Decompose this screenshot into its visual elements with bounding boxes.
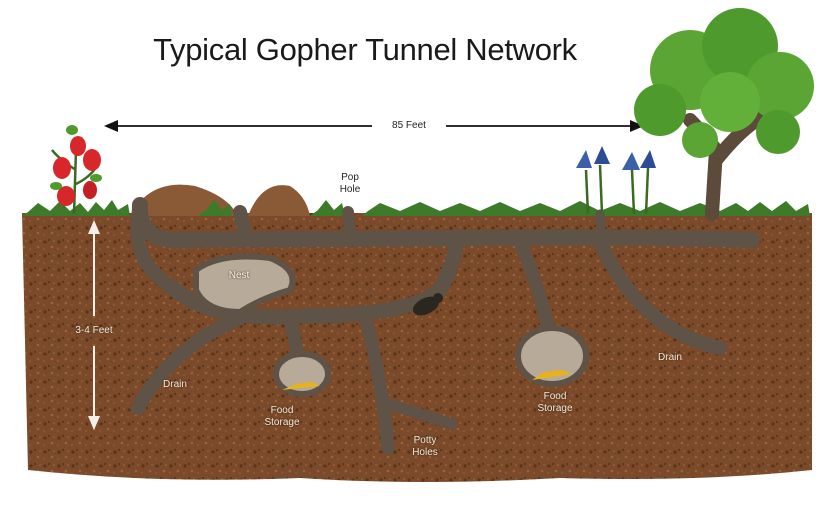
diagram-title: Typical Gopher Tunnel Network [153, 32, 577, 67]
dirt-mound-right [248, 185, 310, 216]
nest-chamber [193, 253, 296, 316]
food-cache-left [282, 382, 320, 390]
potty-tunnel [359, 313, 395, 455]
drain-label-left: Drain [163, 379, 187, 390]
depth-label: 3-4 Feet [75, 325, 113, 336]
pop-hole-label: Pop Hole [339, 172, 361, 195]
food-storage-chamber-right [515, 325, 589, 387]
tree-root-tunnel [595, 209, 607, 247]
entrance-tunnel-left [130, 198, 177, 293]
nest-label: Nest [228, 270, 250, 281]
potty-holes-label: Potty Holes [412, 435, 438, 458]
pop-hole-tunnel [342, 206, 356, 244]
drain-label-right: Drain [658, 352, 682, 363]
tree-icon [634, 8, 814, 221]
berry-bush-icon [50, 125, 102, 215]
food-storage-label-right: Food Storage [537, 391, 573, 414]
drain-tunnel-right [593, 235, 727, 355]
drain-tunnel-left [131, 311, 247, 415]
entrance-tunnel-mid [233, 205, 253, 245]
food-storage-chamber-left [273, 351, 331, 397]
food-storage-label-left: Food Storage [264, 405, 300, 428]
food-cache-right [532, 370, 572, 380]
depth-dimension-arrow [88, 220, 100, 430]
gopher-figure [412, 293, 443, 316]
width-label: 85 Feet [392, 120, 426, 131]
grass-line [22, 200, 810, 216]
potty-branch [382, 398, 458, 430]
width-dimension-arrow [104, 120, 644, 132]
blue-flower-icon [576, 146, 656, 215]
